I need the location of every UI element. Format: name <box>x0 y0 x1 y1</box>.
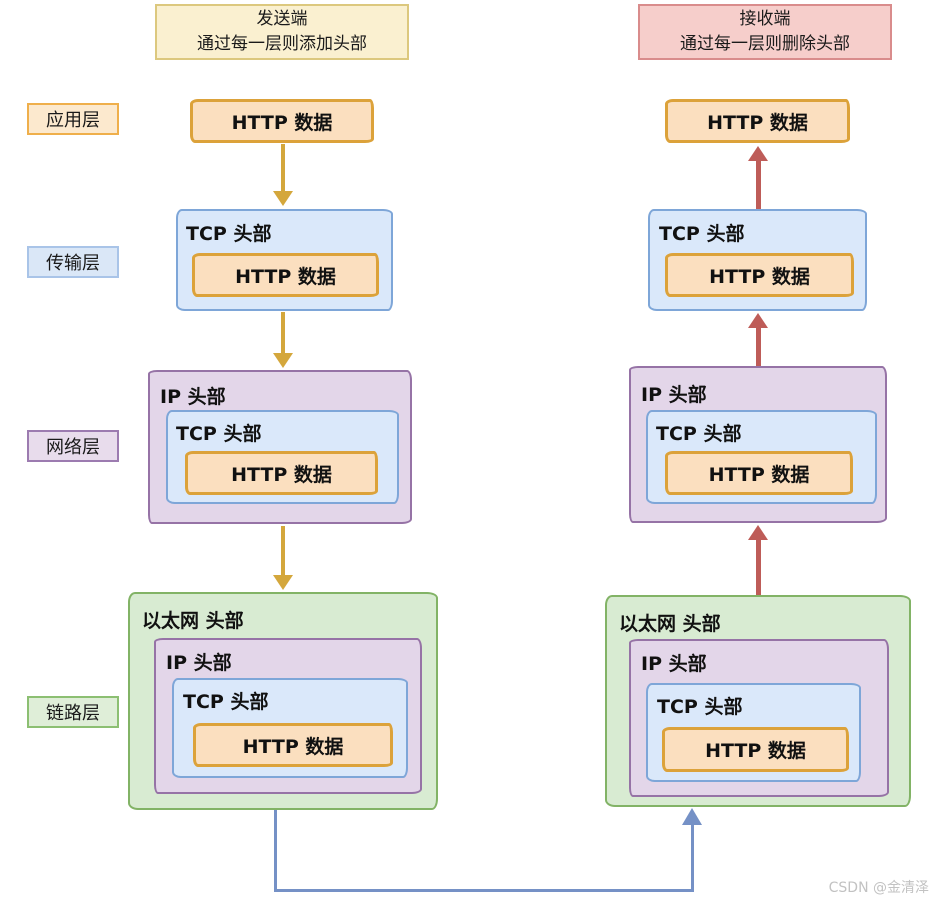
receiver-network-tcp-label: TCP 头部 <box>656 423 742 445</box>
connector-bottom-horizontal <box>274 889 694 892</box>
receiver-network-ip-label: IP 头部 <box>641 384 707 406</box>
receiver-arrow-2-up-icon <box>748 313 768 328</box>
sender-arrow-1-shaft <box>281 144 285 192</box>
sender-arrow-1-down-icon <box>273 191 293 206</box>
sender-arrow-3-shaft <box>281 526 285 576</box>
sender-transport-tcp-label: TCP 头部 <box>186 223 272 245</box>
sender-transport-tcp-box: TCP 头部 HTTP 数据 <box>176 209 393 311</box>
receiver-transport-tcp-label: TCP 头部 <box>659 223 745 245</box>
sender-network-tcp-label: TCP 头部 <box>176 423 262 445</box>
receiver-header-box: 接收端 通过每一层则删除头部 <box>638 4 892 60</box>
receiver-header-line1: 接收端 <box>739 9 791 29</box>
receiver-transport-http-box: HTTP 数据 <box>665 253 854 297</box>
sender-header-box: 发送端 通过每一层则添加头部 <box>155 4 409 60</box>
sender-header-line2: 通过每一层则添加头部 <box>197 34 367 54</box>
receiver-arrow-2-shaft <box>756 327 761 366</box>
sender-link-eth-box: 以太网 头部 IP 头部 TCP 头部 HTTP 数据 <box>128 592 438 810</box>
sender-transport-http-box: HTTP 数据 <box>192 253 379 297</box>
receiver-link-eth-label: 以太网 头部 <box>619 613 721 635</box>
sender-arrow-2-shaft <box>281 312 285 354</box>
sender-network-ip-box: IP 头部 TCP 头部 HTTP 数据 <box>148 370 412 524</box>
receiver-header-line2: 通过每一层则删除头部 <box>680 34 850 54</box>
receiver-arrow-3-up-icon <box>748 525 768 540</box>
receiver-link-http-box: HTTP 数据 <box>662 727 849 772</box>
connector-left-vertical <box>274 810 277 892</box>
layer-label-application: 应用层 <box>27 103 119 135</box>
connector-right-vertical <box>691 824 694 892</box>
receiver-link-ip-label: IP 头部 <box>641 653 707 675</box>
receiver-network-tcp-box: TCP 头部 HTTP 数据 <box>646 410 877 504</box>
receiver-app-http-box: HTTP 数据 <box>665 99 850 143</box>
sender-link-http-box: HTTP 数据 <box>193 723 393 767</box>
layer-label-network: 网络层 <box>27 430 119 462</box>
receiver-arrow-1-up-icon <box>748 146 768 161</box>
sender-app-http-box: HTTP 数据 <box>190 99 374 143</box>
receiver-transport-tcp-box: TCP 头部 HTTP 数据 <box>648 209 867 311</box>
receiver-arrow-1-shaft <box>756 160 761 209</box>
receiver-network-ip-box: IP 头部 TCP 头部 HTTP 数据 <box>629 366 887 523</box>
receiver-link-ip-box: IP 头部 TCP 头部 HTTP 数据 <box>629 639 889 797</box>
sender-link-ip-label: IP 头部 <box>166 652 232 674</box>
connector-arrow-up-icon <box>682 808 702 825</box>
sender-header-line1: 发送端 <box>256 9 308 29</box>
layer-label-transport: 传输层 <box>27 246 119 278</box>
watermark: CSDN @金清泽 <box>828 880 929 896</box>
sender-arrow-2-down-icon <box>273 353 293 368</box>
sender-link-tcp-label: TCP 头部 <box>183 691 269 713</box>
receiver-link-tcp-label: TCP 头部 <box>657 696 743 718</box>
sender-link-tcp-box: TCP 头部 HTTP 数据 <box>172 678 408 778</box>
receiver-link-eth-box: 以太网 头部 IP 头部 TCP 头部 HTTP 数据 <box>605 595 911 807</box>
sender-arrow-3-down-icon <box>273 575 293 590</box>
receiver-network-http-box: HTTP 数据 <box>665 451 853 495</box>
sender-network-ip-label: IP 头部 <box>160 386 226 408</box>
receiver-link-tcp-box: TCP 头部 HTTP 数据 <box>646 683 861 782</box>
sender-network-tcp-box: TCP 头部 HTTP 数据 <box>166 410 399 504</box>
sender-link-ip-box: IP 头部 TCP 头部 HTTP 数据 <box>154 638 422 794</box>
sender-network-http-box: HTTP 数据 <box>185 451 378 495</box>
sender-link-eth-label: 以太网 头部 <box>142 610 244 632</box>
receiver-arrow-3-shaft <box>756 539 761 595</box>
layer-label-link: 链路层 <box>27 696 119 728</box>
